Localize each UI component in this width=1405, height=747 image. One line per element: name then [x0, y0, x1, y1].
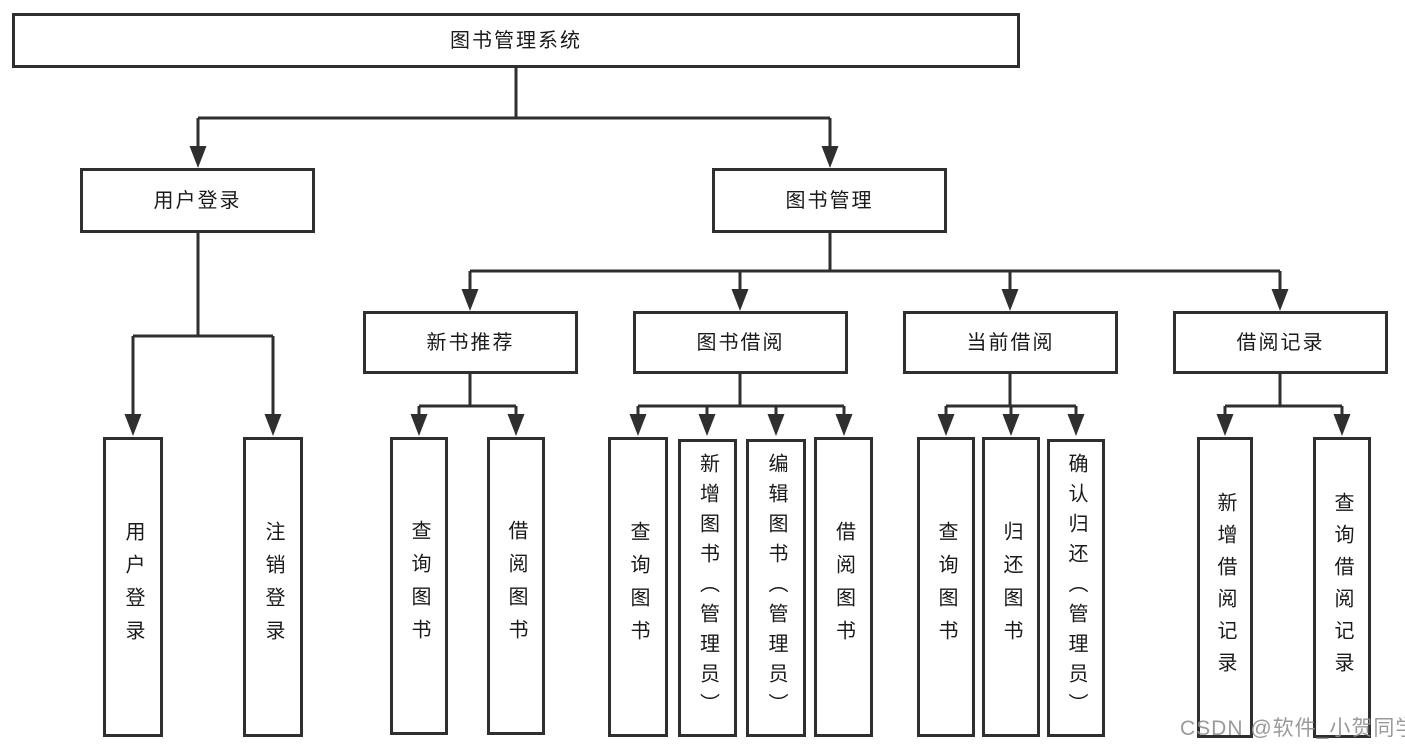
- leaf-query-borrow-record-label: 查询借阅记录: [1331, 491, 1353, 684]
- node-book-management-label: 图书管理: [785, 189, 874, 212]
- node-borrow-records: 借阅记录: [1173, 311, 1388, 374]
- node-root: 图书管理系统: [12, 13, 1020, 68]
- node-new-book-recommend: 新书推荐: [363, 311, 578, 374]
- csdn-watermark: CSDN @软件_小贺同学: [1180, 717, 1405, 740]
- leaf-borrow-book-2: 借阅图书: [814, 437, 873, 737]
- leaf-query-book-2-label: 查询图书: [627, 521, 649, 653]
- leaf-query-borrow-record: 查询借阅记录: [1313, 437, 1371, 738]
- leaf-logout: 注销登录: [243, 437, 303, 737]
- node-book-borrow: 图书借阅: [633, 311, 848, 374]
- leaf-borrow-book-1-label: 借阅图书: [505, 520, 527, 652]
- leaf-return-book: 归还图书: [982, 437, 1040, 737]
- leaf-add-book-admin-label: 新增图书（管理员）: [696, 453, 719, 723]
- leaf-confirm-return-admin-label: 确认归还（管理员）: [1065, 453, 1087, 723]
- leaf-query-book-2: 查询图书: [608, 437, 668, 737]
- node-current-borrow: 当前借阅: [903, 311, 1118, 374]
- node-book-borrow-label: 图书借阅: [696, 331, 785, 354]
- leaf-edit-book-admin-label: 编辑图书（管理员）: [765, 453, 787, 723]
- node-book-management: 图书管理: [712, 168, 947, 233]
- leaf-query-book-1-label: 查询图书: [408, 520, 430, 652]
- leaf-add-borrow-record-label: 新增借阅记录: [1214, 491, 1236, 684]
- leaf-edit-book-admin: 编辑图书（管理员）: [746, 439, 806, 737]
- leaf-query-book-3: 查询图书: [917, 437, 975, 737]
- node-current-borrow-label: 当前借阅: [966, 331, 1055, 354]
- leaf-add-borrow-record: 新增借阅记录: [1197, 437, 1253, 738]
- node-user-login: 用户登录: [80, 168, 315, 233]
- leaf-user-login-label: 用户登录: [122, 521, 144, 653]
- node-new-book-recommend-label: 新书推荐: [426, 331, 515, 354]
- leaf-user-login: 用户登录: [103, 437, 163, 737]
- leaf-add-book-admin: 新增图书（管理员）: [678, 439, 737, 737]
- leaf-logout-label: 注销登录: [262, 521, 284, 653]
- node-borrow-records-label: 借阅记录: [1236, 331, 1325, 354]
- leaf-query-book-3-label: 查询图书: [935, 521, 957, 653]
- leaf-query-book-1: 查询图书: [390, 437, 448, 735]
- node-user-login-label: 用户登录: [153, 189, 242, 212]
- node-root-label: 图书管理系统: [450, 29, 582, 52]
- leaf-confirm-return-admin: 确认归还（管理员）: [1047, 439, 1105, 737]
- leaf-borrow-book-2-label: 借阅图书: [832, 521, 855, 653]
- leaf-return-book-label: 归还图书: [1000, 521, 1022, 653]
- leaf-borrow-book-1: 借阅图书: [487, 437, 545, 735]
